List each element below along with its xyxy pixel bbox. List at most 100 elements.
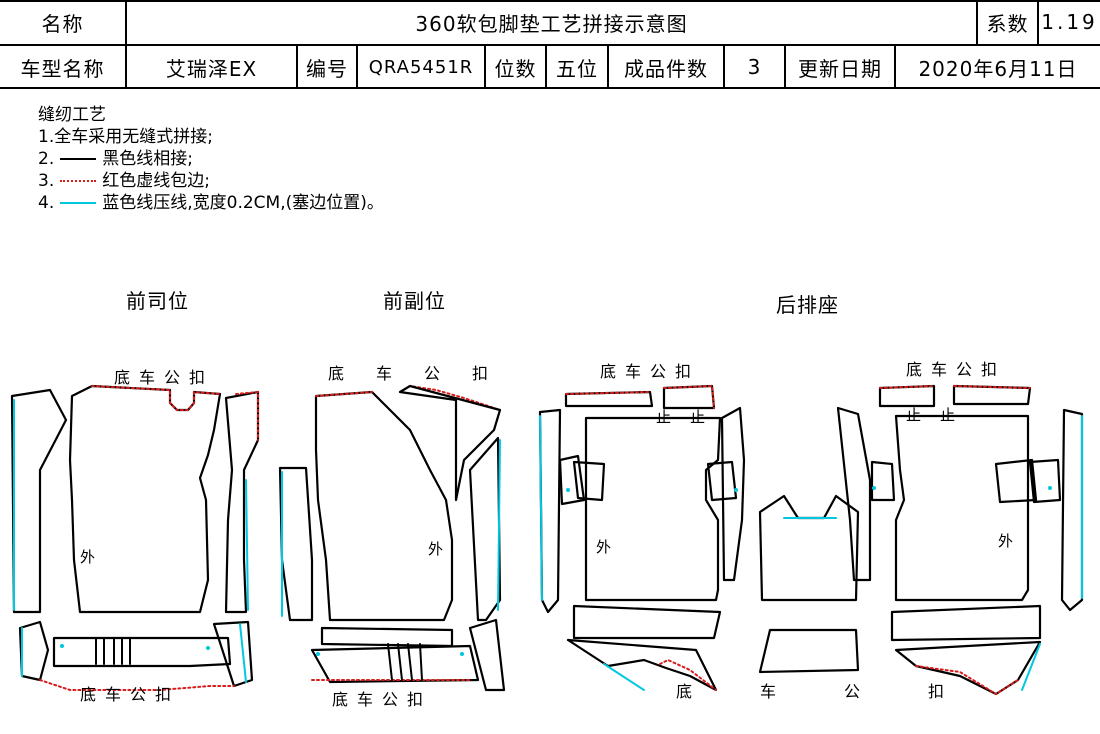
passenger-bottom-right: [468, 618, 506, 692]
table-divider: [296, 44, 298, 88]
driver-right-stitch: [245, 479, 249, 611]
passenger-binding-top: [315, 385, 501, 411]
rear-section-title: 后排座: [776, 293, 839, 317]
table-divider: [723, 44, 725, 88]
rear-stop-mark-right2: 止: [940, 406, 956, 424]
table-divider: [356, 44, 358, 88]
driver-left-side: [10, 388, 68, 614]
passenger-left-side: [278, 466, 314, 622]
rear-left-right-edge: [720, 406, 746, 582]
name-label: 名称: [41, 11, 84, 36]
driver-binding-top: [91, 385, 221, 411]
passenger-right-strip: [398, 384, 502, 502]
red-dotted-line-sample: [60, 180, 97, 182]
rear-top-right-label: 底车公扣: [906, 360, 1007, 379]
rear-right-left-edge: [836, 406, 872, 582]
reference-dots: [60, 486, 1052, 656]
driver-bottom-stitch: [21, 623, 247, 683]
rear-right-bottom-binding: [915, 665, 1019, 695]
notes-heading: 缝纫工艺: [38, 105, 106, 125]
table-divider: [1037, 0, 1039, 45]
table-border-mid: [0, 44, 1100, 46]
model-label: 车型名称: [20, 56, 105, 81]
table-border-bottom: [0, 87, 1100, 89]
rear-left-bottom-curve: [566, 638, 718, 692]
cyan-line-sample: [60, 202, 97, 204]
driver-section-title: 前司位: [126, 289, 189, 313]
passenger-right-stitch: [497, 439, 501, 611]
rear-left-pocket2: [706, 460, 738, 502]
rear-right-top-tongue: [878, 384, 1032, 408]
driver-outer-label: 外: [80, 548, 96, 566]
date-value: 2020年6月11日: [918, 56, 1078, 81]
model-value: 艾瑞泽EX: [165, 56, 258, 81]
date-label: 更新日期: [798, 56, 882, 81]
driver-pattern: [10, 384, 260, 691]
driver-bottom-right: [212, 620, 254, 688]
passenger-stitch-vents: [387, 643, 423, 681]
rear-stop-mark-left: 止: [656, 408, 672, 426]
rear-outer-right-label: 外: [998, 532, 1014, 550]
rear-stop-mark-left2: 止: [690, 408, 706, 426]
rear-left-bottom-binding: [659, 659, 717, 691]
passenger-section-title: 前副位: [383, 289, 446, 313]
rear-left-pocket: [558, 454, 606, 506]
coef-label: 系数: [986, 11, 1029, 36]
driver-right-side: [224, 390, 260, 614]
driver-bottom-label: 底车公扣: [80, 685, 181, 704]
driver-bottom-binding: [39, 679, 235, 691]
rear-left-edge-stitch: [539, 415, 543, 601]
code-label: 编号: [306, 56, 348, 81]
rear-left-bottom-stitch: [603, 663, 645, 691]
rear-bottom-label: 底车公扣: [676, 682, 1013, 701]
passenger-main-panel: [314, 390, 454, 622]
note-item: 3.红色虚线包边;: [38, 171, 210, 191]
rear-right-pocket2: [870, 460, 896, 502]
rear-left-main: [584, 416, 722, 602]
table-divider: [607, 44, 609, 88]
rear-right-bottom: [890, 604, 1042, 642]
passenger-bottom-panel: [310, 644, 480, 684]
note-item: 4.蓝色线压线,宽度0.2CM,(塞边位置)。: [38, 193, 384, 213]
rear-top-left-label: 底车公扣: [600, 362, 701, 381]
page-title: 360软包脚垫工艺拼接示意图: [415, 11, 688, 36]
driver-right-binding: [235, 391, 259, 441]
driver-stitch-vents: [95, 637, 131, 665]
note-item: 2.黑色线相接;: [38, 149, 193, 169]
driver-main-panel: [68, 384, 222, 614]
passenger-far-right: [468, 436, 502, 622]
rear-left-top-tongue: [564, 384, 716, 410]
rear-right-pocket: [994, 458, 1062, 504]
passenger-bottom-label: 底车公扣: [332, 690, 433, 709]
rear-center-bottom: [758, 628, 860, 674]
header-table: 名称 360软包脚垫工艺拼接示意图 系数 1.19 车型名称 艾瑞泽EX 编号 …: [0, 0, 1100, 89]
rear-pattern: [538, 384, 1084, 696]
rear-right-bottom-stitch: [1021, 643, 1041, 691]
table-border-top: [0, 0, 1100, 2]
rear-left-edge: [538, 408, 562, 614]
rear-outer-left-label: 外: [596, 538, 612, 556]
pieces-value: 3: [747, 55, 762, 79]
driver-bottom-strip: [52, 636, 232, 668]
table-divider: [976, 0, 978, 45]
rear-left-top-binding: [565, 385, 715, 409]
rear-center-hump: [758, 494, 860, 602]
code-value: QRA5451R: [368, 56, 474, 78]
rear-stop-mark-right: 止: [906, 406, 922, 424]
driver-bottom-left: [18, 620, 50, 682]
table-divider: [894, 44, 896, 88]
rear-left-bottom: [572, 604, 722, 640]
table-divider: [545, 44, 547, 88]
black-line-sample: [60, 158, 97, 160]
table-divider: [125, 0, 127, 88]
rear-right-main: [894, 414, 1030, 602]
passenger-pattern: [278, 384, 506, 692]
coef-value: 1.19: [1041, 10, 1098, 34]
sewing-notes: 缝纫工艺 1.全车采用无缝式拼接; 2.黑色线相接; 3.红色虚线包边; 4.蓝…: [38, 104, 384, 214]
seats-label: 位数: [494, 56, 537, 81]
table-divider: [484, 44, 486, 88]
passenger-top-label: 底车公扣: [328, 364, 521, 383]
rear-right-top-binding: [879, 385, 1031, 389]
driver-top-label: 底车公扣: [114, 368, 215, 387]
